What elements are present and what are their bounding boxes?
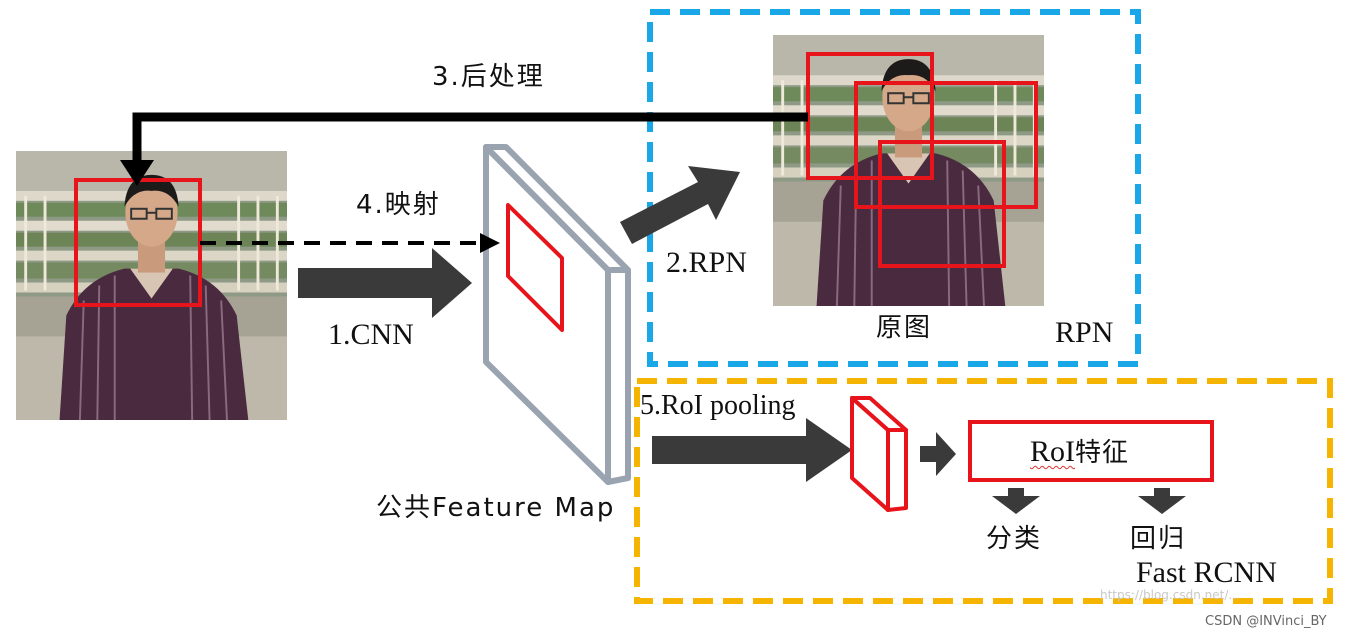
roi-feature-box: [968, 420, 1214, 482]
faint-url-watermark: https://blog.csdn.net/...: [1100, 588, 1240, 602]
step5-label: 5.RoI pooling: [640, 390, 796, 421]
regress-label: 回归: [1130, 524, 1187, 554]
roi-feature-label: RoI特征: [1030, 437, 1129, 467]
proposal-box-2: [854, 81, 1038, 209]
rpn-arrow: [620, 166, 740, 244]
step3-label: 3.后处理: [432, 62, 545, 92]
step2-label: 2.RPN: [666, 246, 747, 279]
step4-label: 4.映射: [356, 190, 441, 220]
feature-map-roi: [506, 203, 564, 332]
csdn-watermark: CSDN @INVinci_BY: [1205, 614, 1327, 629]
proposal-box-3: [878, 140, 1006, 268]
original-image-label: 原图: [876, 313, 933, 343]
postprocess-arrow-line: [132, 112, 808, 170]
postprocess-arrowhead: [120, 160, 154, 186]
step1-label: 1.CNN: [328, 318, 414, 351]
input-image: [16, 151, 287, 420]
original-image: [773, 35, 1044, 306]
rpn-region-label: RPN: [1055, 316, 1114, 349]
mapping-arrowhead: [480, 233, 500, 253]
fast-rcnn-region-border: [634, 378, 1333, 604]
classify-arrow: [992, 488, 1040, 514]
cnn-arrow: [298, 248, 472, 318]
fast-rcnn-region-label: Fast RCNN: [1136, 556, 1277, 589]
roi-feature-roi-text: RoI: [1030, 435, 1075, 468]
feature-map: [483, 144, 631, 485]
roi-feature-rest-text: 特征: [1075, 438, 1130, 468]
to-roi-feature-arrow: [920, 432, 956, 476]
regress-arrow: [1138, 488, 1186, 514]
feature-map-label: 公共Feature Map: [376, 492, 615, 522]
pooled-feature: [850, 396, 908, 512]
roi-pooling-arrow: [652, 418, 852, 482]
rpn-region-border: [647, 9, 1141, 367]
classify-label: 分类: [986, 524, 1043, 554]
feature-map-label-text: 公共Feature Map: [376, 493, 616, 523]
